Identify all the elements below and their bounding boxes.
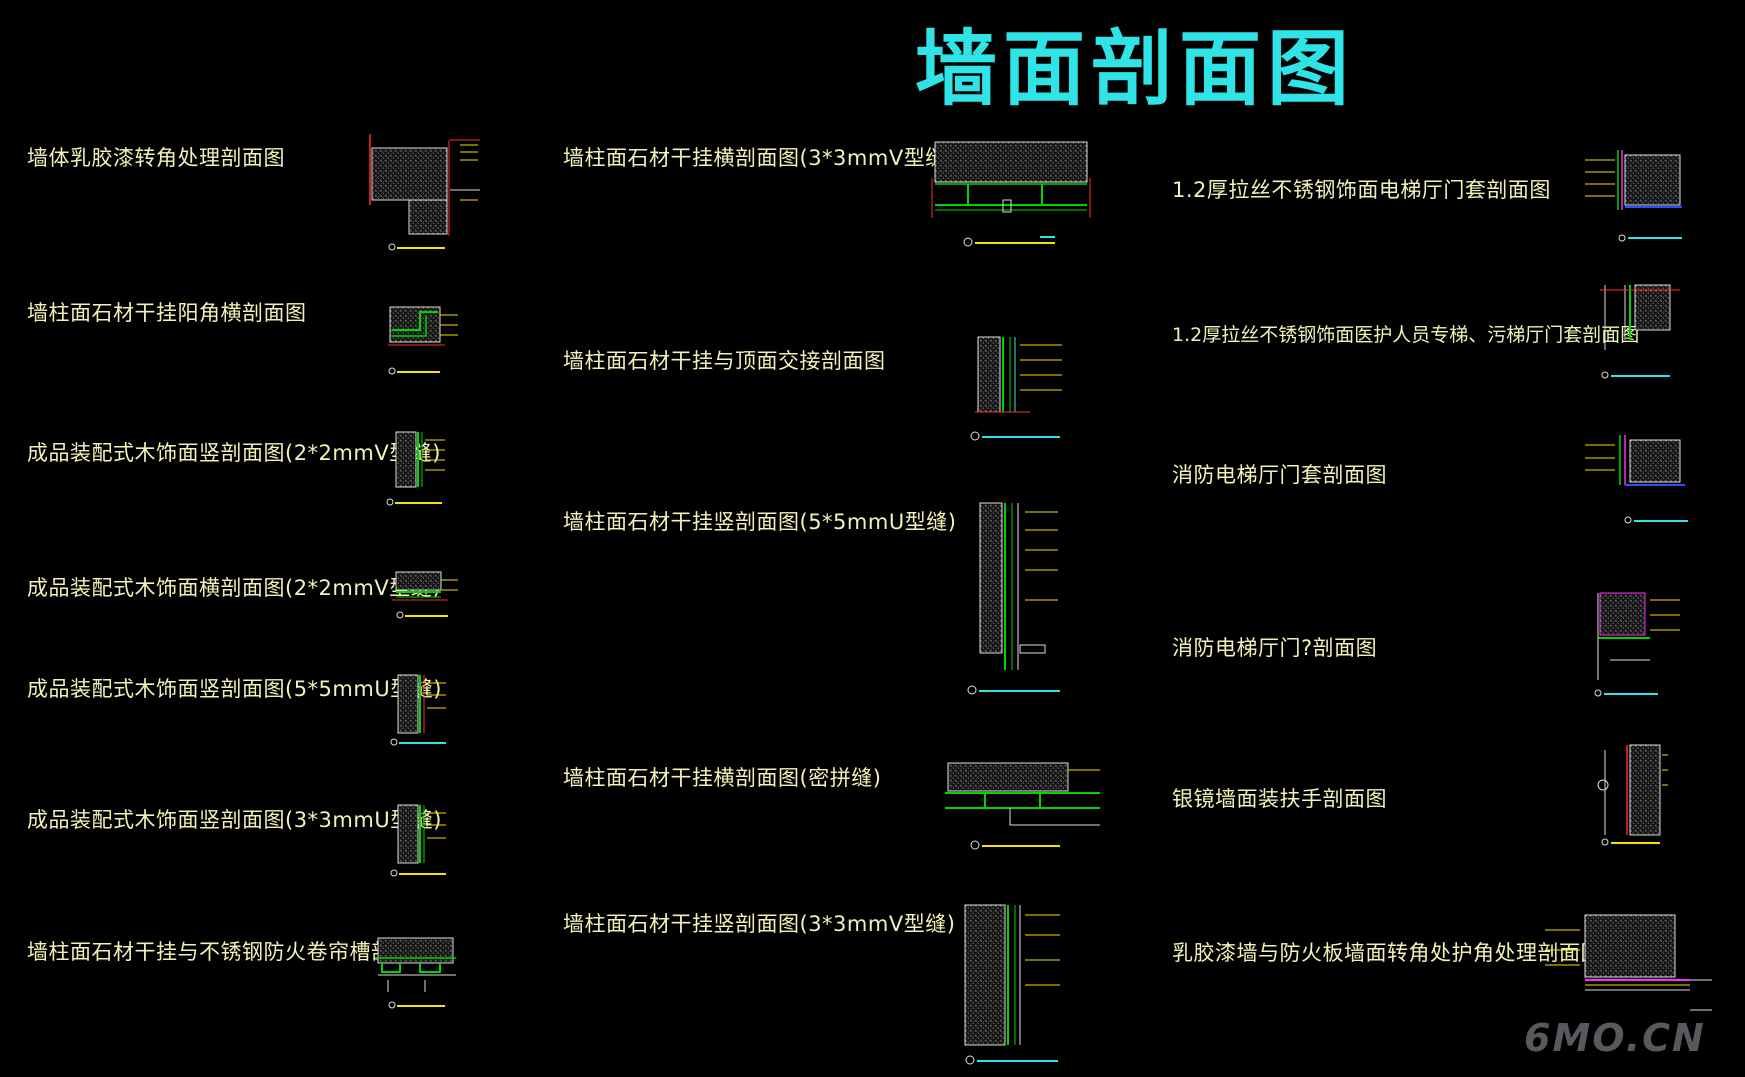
label-c3-6: 乳胶漆墙与防火板墙面转角处护角处理剖面图	[1172, 941, 1602, 965]
label-c2-3: 墙柱面石材干挂竖剖面图(5*5mmU型缝)	[563, 510, 957, 534]
label-c1-5: 成品装配式木饰面竖剖面图(5*5mmU型缝)	[27, 677, 442, 701]
label-c2-5: 墙柱面石材干挂竖剖面图(3*3mmV型缝)	[563, 912, 956, 936]
label-c1-3: 成品装配式木饰面竖剖面图(2*2mmV型缝)	[27, 441, 441, 465]
section-drawing-c3-6	[1545, 914, 1712, 1011]
sheet-title: 墙面剖面图	[915, 21, 1356, 117]
section-drawing-c1-2	[388, 306, 458, 375]
label-c2-2: 墙柱面石材干挂与顶面交接剖面图	[563, 349, 886, 373]
label-c3-2: 1.2厚拉丝不锈钢饰面医护人员专梯、污梯厅门套剖面图	[1172, 324, 1640, 346]
section-drawing-c3-4	[1594, 592, 1680, 697]
section-drawing-c2-2	[970, 336, 1062, 441]
label-c1-4: 成品装配式木饰面横剖面图(2*2mmV型缝)	[27, 576, 441, 600]
label-c3-3: 消防电梯厅门套剖面图	[1172, 463, 1387, 487]
section-drawing-c3-3	[1585, 435, 1688, 524]
section-drawing-c1-7	[375, 937, 456, 1009]
section-drawing-c2-5	[964, 904, 1060, 1065]
label-c2-1: 墙柱面石材干挂横剖面图(3*3mmV型缝)	[563, 146, 956, 170]
label-c2-4: 墙柱面石材干挂横剖面图(密拼缝)	[563, 766, 882, 790]
section-drawing-c1-4	[392, 571, 458, 619]
section-drawing-c1-5	[390, 674, 446, 746]
label-c3-1: 1.2厚拉丝不锈钢饰面电梯厅门套剖面图	[1172, 178, 1551, 202]
label-c3-4: 消防电梯厅门?剖面图	[1172, 636, 1378, 660]
section-drawing-c1-3	[386, 431, 445, 506]
section-drawing-c2-1	[931, 141, 1091, 247]
section-drawing-c2-3	[967, 502, 1060, 695]
label-c1-1: 墙体乳胶漆转角处理剖面图	[27, 146, 285, 170]
section-drawing-c2-4	[945, 762, 1100, 850]
label-c1-6: 成品装配式木饰面竖剖面图(3*3mmU型缝)	[27, 808, 442, 832]
section-drawing-c1-6	[390, 804, 446, 877]
section-drawing-c3-5	[1597, 744, 1668, 846]
label-c1-7: 墙柱面石材干挂与不锈钢防火卷帘槽剖面图	[27, 940, 436, 964]
section-drawing-c3-2	[1600, 284, 1680, 379]
watermark: 6MO.CN	[1524, 1016, 1706, 1060]
label-c1-2: 墙柱面石材干挂阳角横剖面图	[27, 301, 307, 325]
section-drawing-c3-1	[1585, 150, 1682, 242]
label-c3-5: 银镜墙面装扶手剖面图	[1172, 787, 1387, 811]
section-drawing-c1-1	[369, 134, 480, 251]
